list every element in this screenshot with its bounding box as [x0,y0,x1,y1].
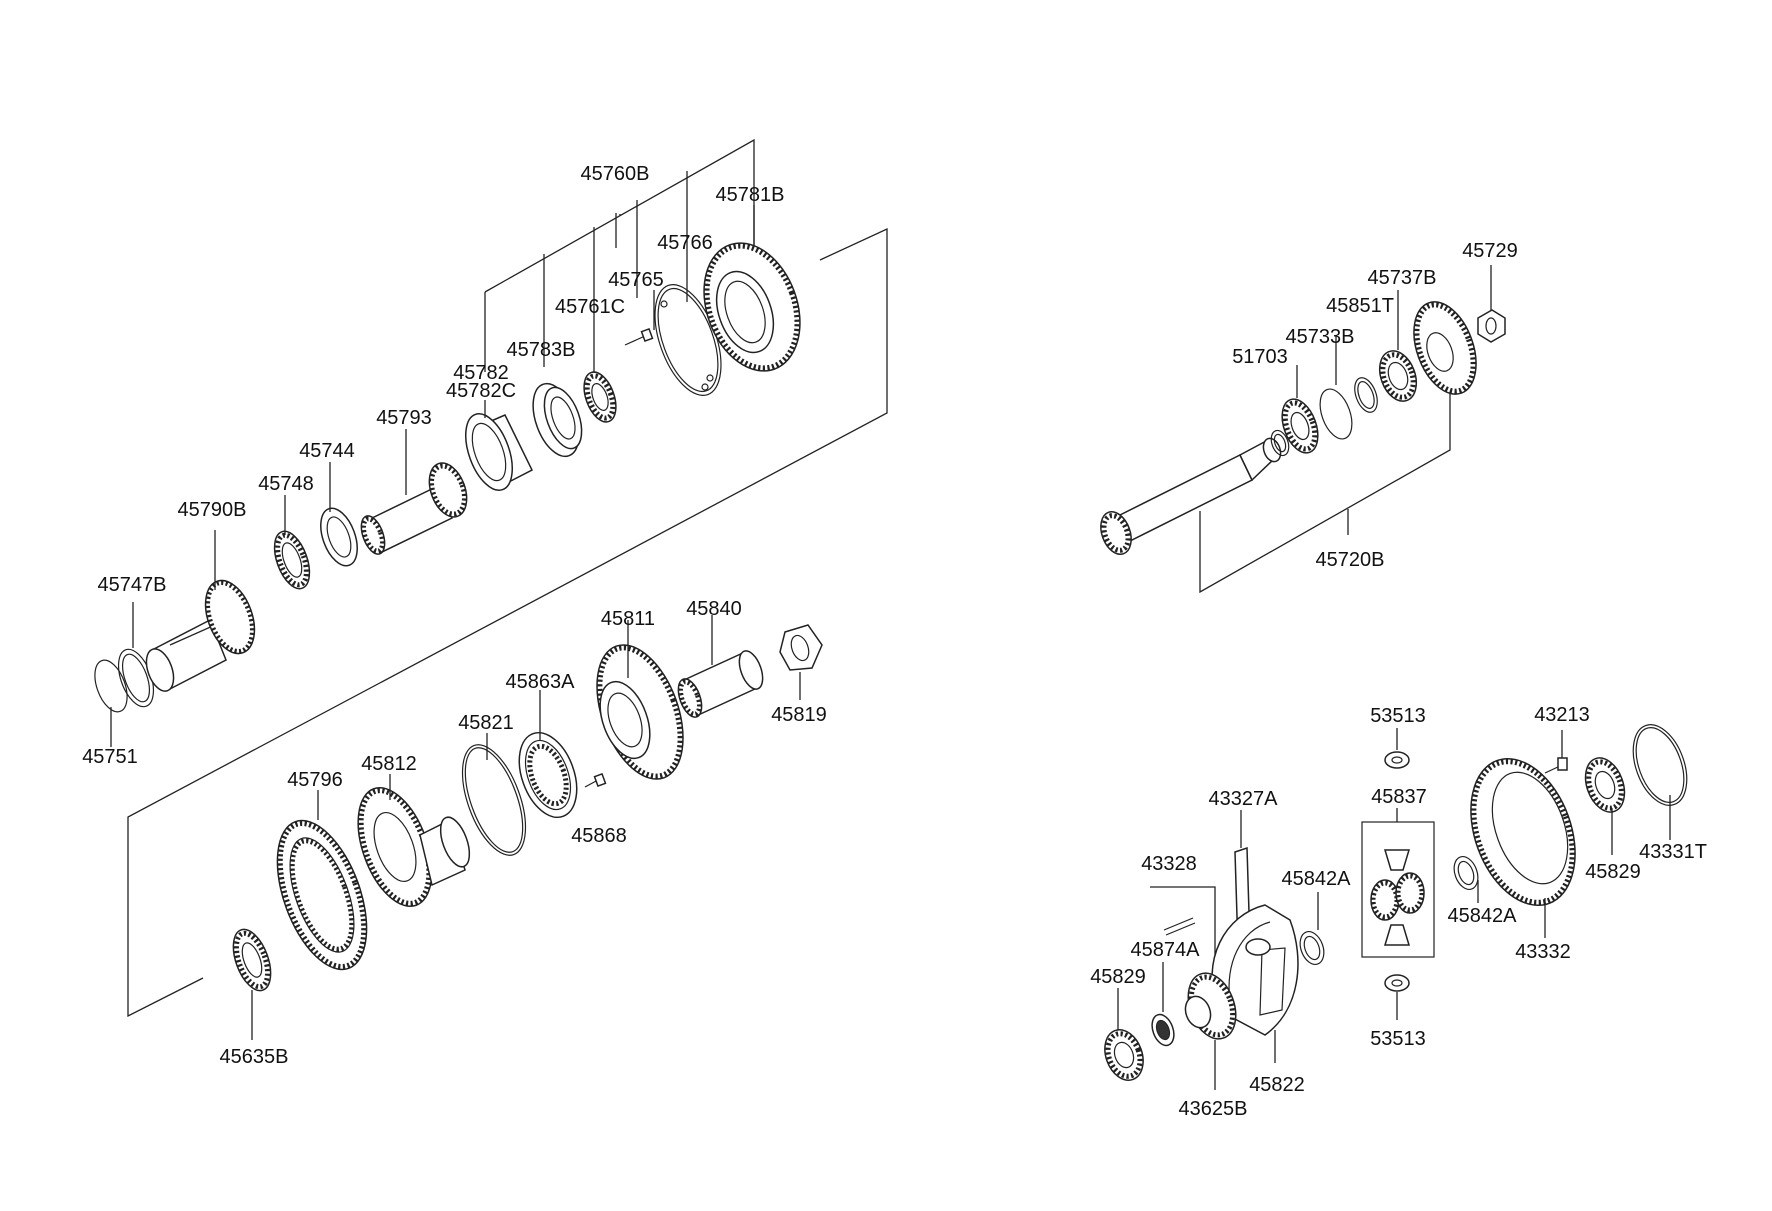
label-45829-right: 45829 [1585,861,1641,883]
label-43331T: 43331T [1639,841,1707,863]
part-45635B-bearing [232,928,272,1040]
part-45842A-washer-left [1299,892,1325,966]
part-45863A-bearing [518,690,578,819]
part-45821-snap-ring [461,733,527,856]
part-45874A-seal [1151,962,1175,1047]
part-45765-bolt [624,290,655,346]
part-45733B-bearing [1281,365,1319,454]
label-45635B: 45635B [220,1046,289,1068]
part-45868-bolt [584,772,607,788]
label-43328: 43328 [1141,853,1197,875]
part-45851T-snap-ring [1319,335,1353,440]
part-45812-gear-shaft [357,774,471,908]
label-53513-top: 53513 [1370,705,1426,727]
part-45751-snap-ring [94,659,128,747]
part-labels: 45760B 45781B 45766 45765 45761C 45783B … [82,163,1707,1120]
label-45729: 45729 [1462,240,1518,262]
label-45751: 45751 [82,746,138,768]
label-45812: 45812 [361,753,417,775]
label-45796: 45796 [287,769,343,791]
part-43213-bolt [1544,730,1568,774]
label-45744: 45744 [299,440,355,462]
part-45829-bearing-left [1104,988,1144,1081]
label-45874A: 45874A [1131,939,1201,961]
label-45790B: 45790B [178,499,247,521]
part-45720B-gear [1413,301,1477,395]
part-45837-pinion-set [1361,808,1435,958]
part-43328-pin [1150,886,1216,958]
part-45811-gear [596,620,684,780]
part-45796-gear [276,790,368,971]
label-45783B: 45783B [507,339,576,361]
label-43332: 43332 [1515,941,1571,963]
part-45842A-washer-right [1453,855,1479,903]
label-45737B: 45737B [1368,267,1437,289]
part-45840-shaft [677,615,764,718]
label-45842A-right: 45842A [1448,905,1518,927]
part-45720B-shaft [1100,437,1282,555]
part-45783B-bearing [532,382,583,458]
part-43625B-gear [1184,972,1237,1090]
label-45837: 45837 [1371,786,1427,808]
label-43327A: 43327A [1209,788,1279,810]
label-45863A: 45863A [506,671,576,693]
label-45720B: 45720B [1316,549,1385,571]
label-45782: 45782 [453,362,509,384]
label-45822: 45822 [1249,1074,1305,1096]
label-45829-left: 45829 [1090,966,1146,988]
label-45851T: 45851T [1326,295,1394,317]
label-45821: 45821 [458,712,514,734]
part-51703-ring [1270,429,1290,457]
part-45819-nut [779,624,823,700]
label-45761C: 45761C [555,296,625,318]
label-45842A-left: 45842A [1282,868,1352,890]
part-45748-bearing [273,495,311,590]
label-53513-bottom: 53513 [1370,1028,1426,1050]
shaft-45720B-group-frame [1199,352,1451,594]
part-45744-washer [320,462,358,567]
part-45729-nut [1477,265,1506,343]
label-51703: 51703 [1232,346,1288,368]
part-45761C-bearing [583,371,617,423]
part-43331T-shim [1632,724,1688,840]
label-45840: 45840 [686,598,742,620]
label-45782C: 45782C [446,380,516,402]
part-45737B-bearing [1378,290,1418,402]
label-45868: 45868 [571,825,627,847]
label-45781B: 45781B [716,184,785,206]
part-53513-washer-top [1384,728,1410,769]
part-45793-shaft [360,429,468,555]
label-45747B: 45747B [98,574,167,596]
label-45760B: 45760B [581,163,650,185]
label-43213: 43213 [1534,704,1590,726]
part-45782-bearing-race [465,400,533,491]
label-45765: 45765 [608,269,664,291]
label-45766: 45766 [657,232,713,254]
label-45748: 45748 [258,473,314,495]
part-45790B-gear-shaft [145,530,256,692]
label-45819: 45819 [771,704,827,726]
part-43332-ring-gear [1470,757,1576,938]
label-45793: 45793 [376,407,432,429]
part-45781B-gear [703,205,801,372]
part-45737B-snap-ring [1354,377,1378,413]
label-43625B: 43625B [1179,1098,1248,1120]
part-53513-washer-bottom [1384,974,1410,1020]
label-45811: 45811 [601,608,655,630]
part-45829-bearing-right [1584,757,1626,855]
label-45733B: 45733B [1286,326,1355,348]
